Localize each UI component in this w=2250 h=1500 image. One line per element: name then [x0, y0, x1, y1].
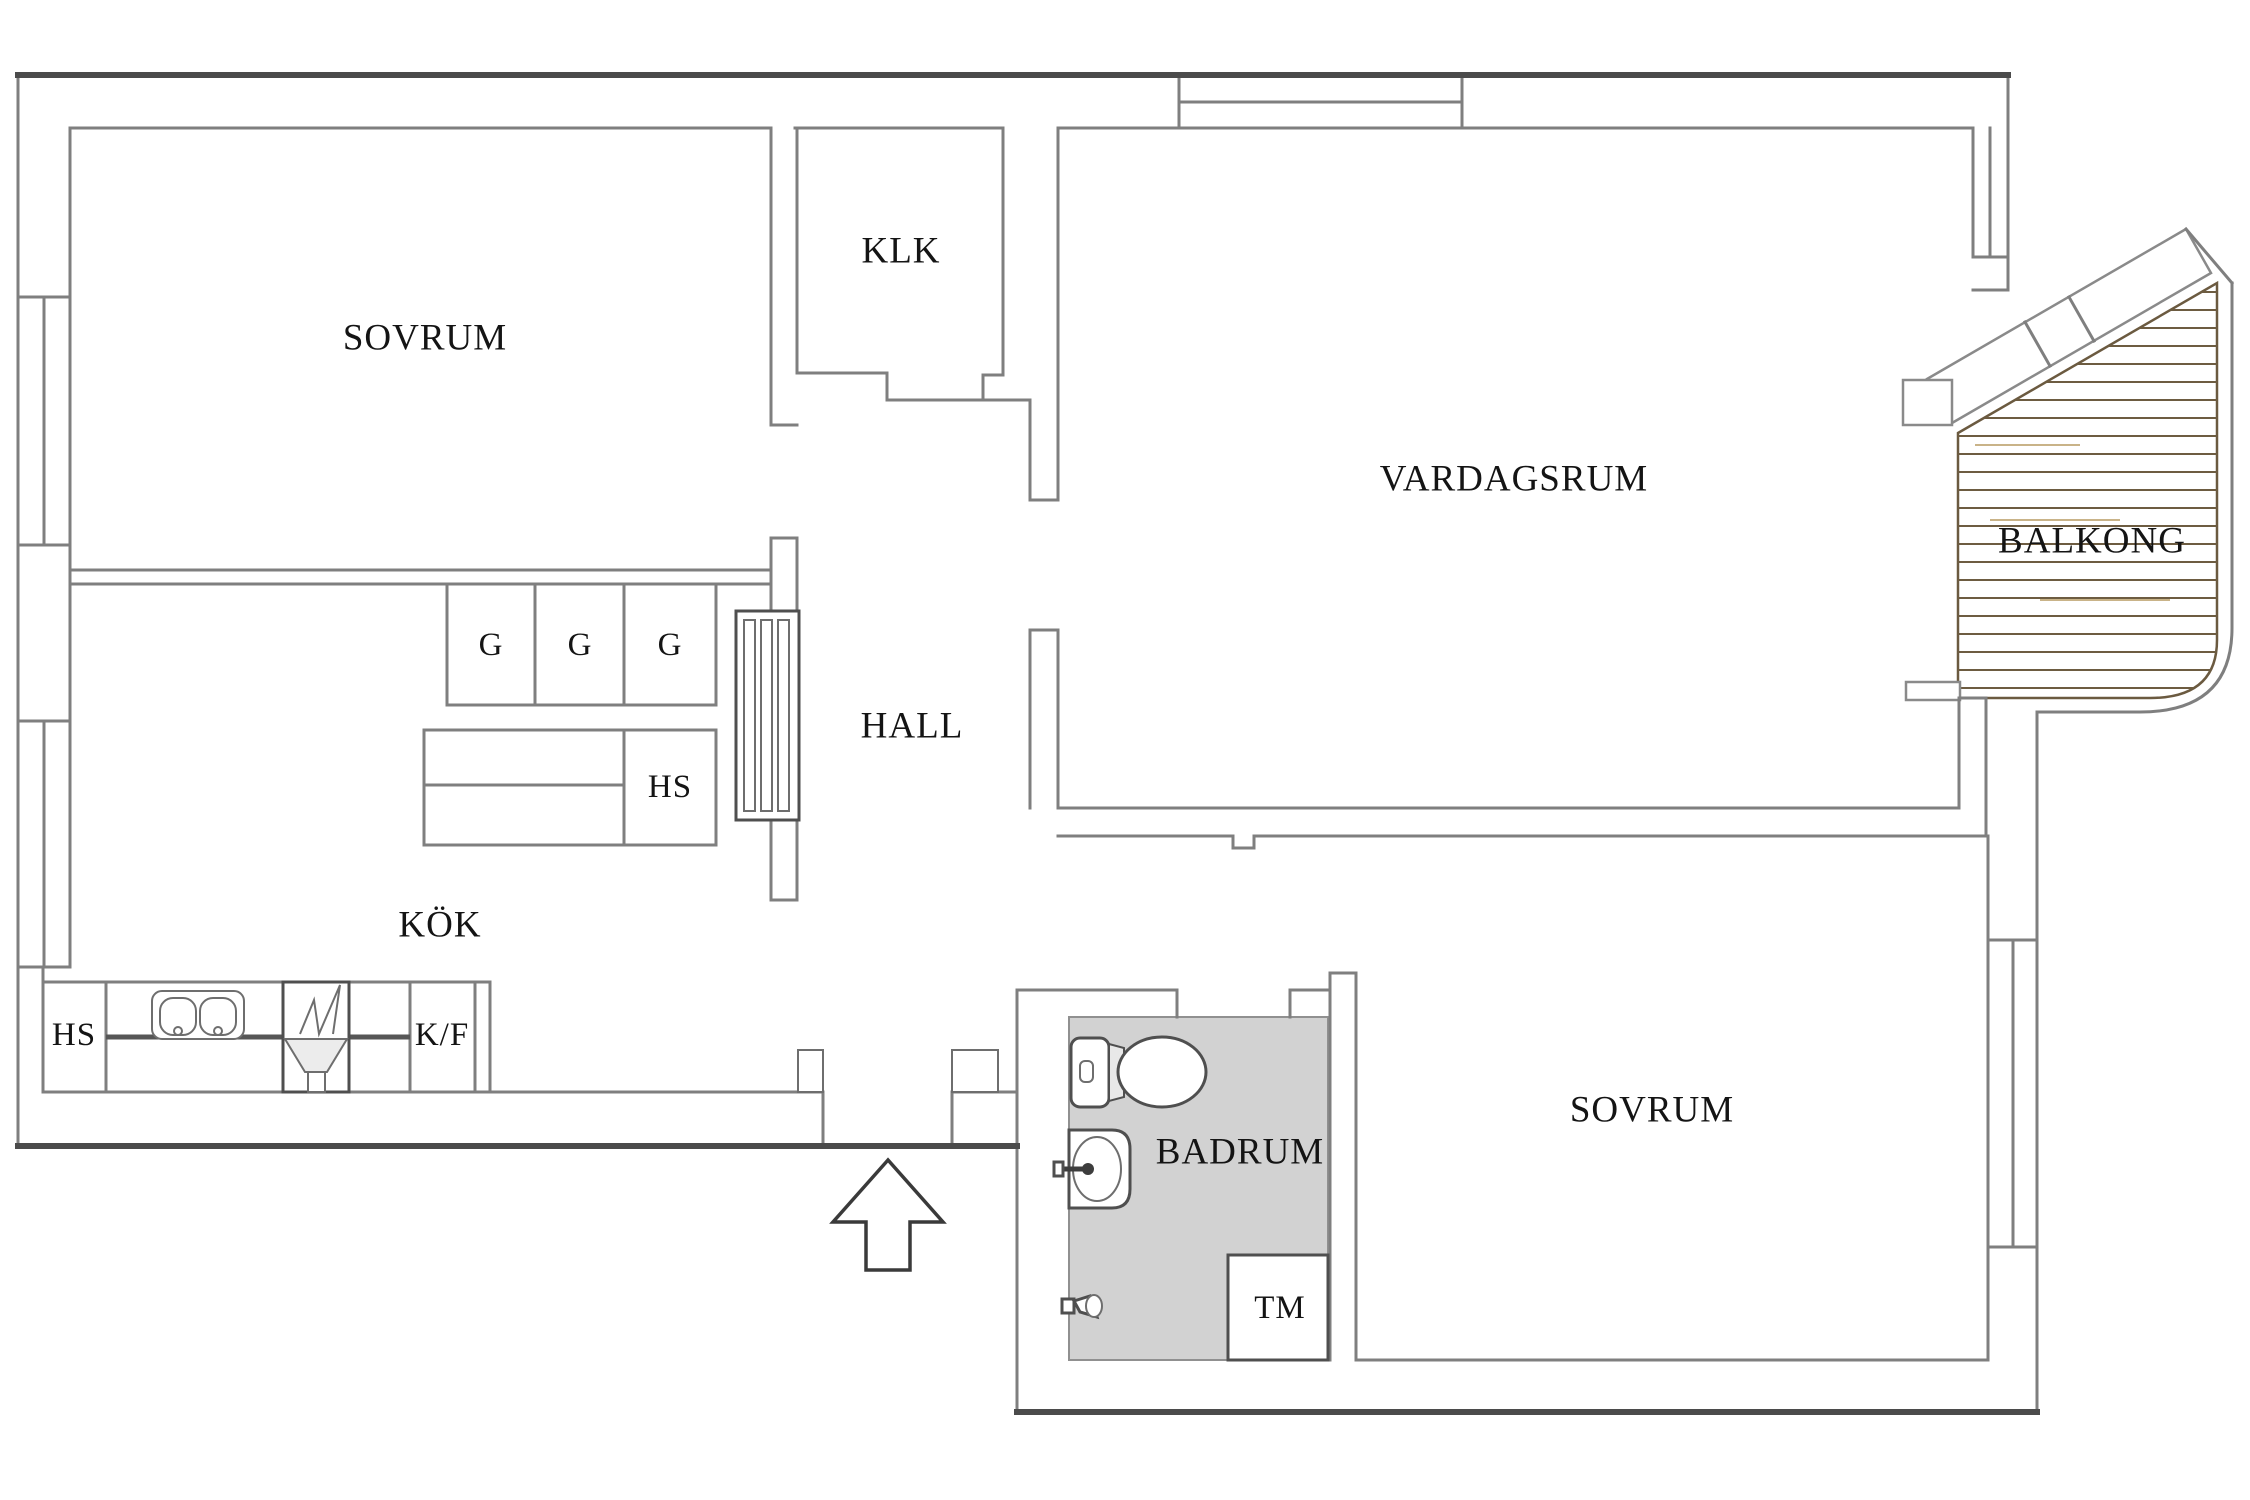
wardrobe-row [445, 582, 718, 707]
balcony-railing-dividers [2022, 294, 2097, 369]
balcony-wood-grain [1975, 444, 2170, 601]
hall-cabinet-label: HS [648, 769, 692, 805]
balcony-railing-connector [2183, 226, 2235, 286]
balcony-deck [1956, 280, 2219, 700]
room-label-badrum: BADRUM [1156, 1132, 1324, 1173]
wall-badrum-north-door [1015, 988, 1332, 1019]
wardrobe-dividers [533, 582, 626, 707]
entry-arrow-icon [829, 1157, 947, 1272]
wall-badrum-sovrum-divider [1328, 971, 1358, 1362]
hall-fixtures [422, 582, 801, 847]
balcony-railing [1925, 227, 2213, 425]
room-label-klk: KLK [861, 231, 940, 272]
bathroom-sink-icon [1052, 1128, 1132, 1210]
bathroom-fixtures [1052, 1035, 1330, 1362]
balcony [1901, 226, 2235, 714]
room-label-sovrum-top: SOVRUM [343, 318, 507, 359]
wardrobe-label-2: G [568, 627, 593, 663]
wall-sovrum-top-south [68, 568, 773, 586]
kitchen-sink-icon [151, 990, 245, 1040]
walls [15, 72, 2040, 1415]
fridge-freezer-label: K/F [415, 1017, 469, 1053]
wall-sovrum-bottom [1354, 710, 2039, 1414]
wall-klk-south-door [795, 371, 1032, 402]
window-sovrum-top [16, 295, 72, 547]
entry-door-jamb-left [797, 1049, 824, 1093]
balcony-railing-step [1901, 378, 1954, 427]
hall-counter-lines [422, 728, 626, 847]
stove-icon [281, 980, 351, 1094]
hall-counter [422, 728, 718, 847]
wardrobe-label-3: G [658, 627, 683, 663]
wall-vardagsrum-east-window [1971, 73, 2010, 292]
washing-machine-label: TM [1254, 1290, 1306, 1326]
wardrobe-label-1: G [479, 627, 504, 663]
toilet-icon [1069, 1035, 1208, 1109]
inner-left-edge [41, 126, 72, 1094]
shower-tap-icon [1060, 1294, 1103, 1320]
wall-vardagsrum-south [1056, 806, 1990, 850]
kitchen-fixtures [41, 980, 492, 1094]
room-label-kok: KÖK [398, 905, 481, 946]
wall-hall-east [1028, 126, 1060, 810]
washing-machine-box [1226, 1253, 1330, 1362]
room-label-hall: HALL [861, 706, 964, 747]
window-kitchen [16, 719, 72, 969]
room-label-balkong: BALKONG [1998, 521, 2186, 562]
radiator-icon [734, 609, 801, 822]
inner-south-edge [488, 1090, 1019, 1148]
wall-below-balcony [1957, 696, 1988, 838]
balcony-outer-edge [2035, 281, 2234, 714]
balcony-door-threshold [1904, 680, 1962, 702]
room-label-vardagsrum: VARDAGSRUM [1380, 459, 1648, 500]
kitchen-cabinet-label: HS [52, 1017, 96, 1053]
top-wall-niche [1177, 75, 1464, 130]
entry-door-jamb-right [951, 1049, 999, 1093]
room-label-sovrum-bottom: SOVRUM [1570, 1090, 1734, 1131]
